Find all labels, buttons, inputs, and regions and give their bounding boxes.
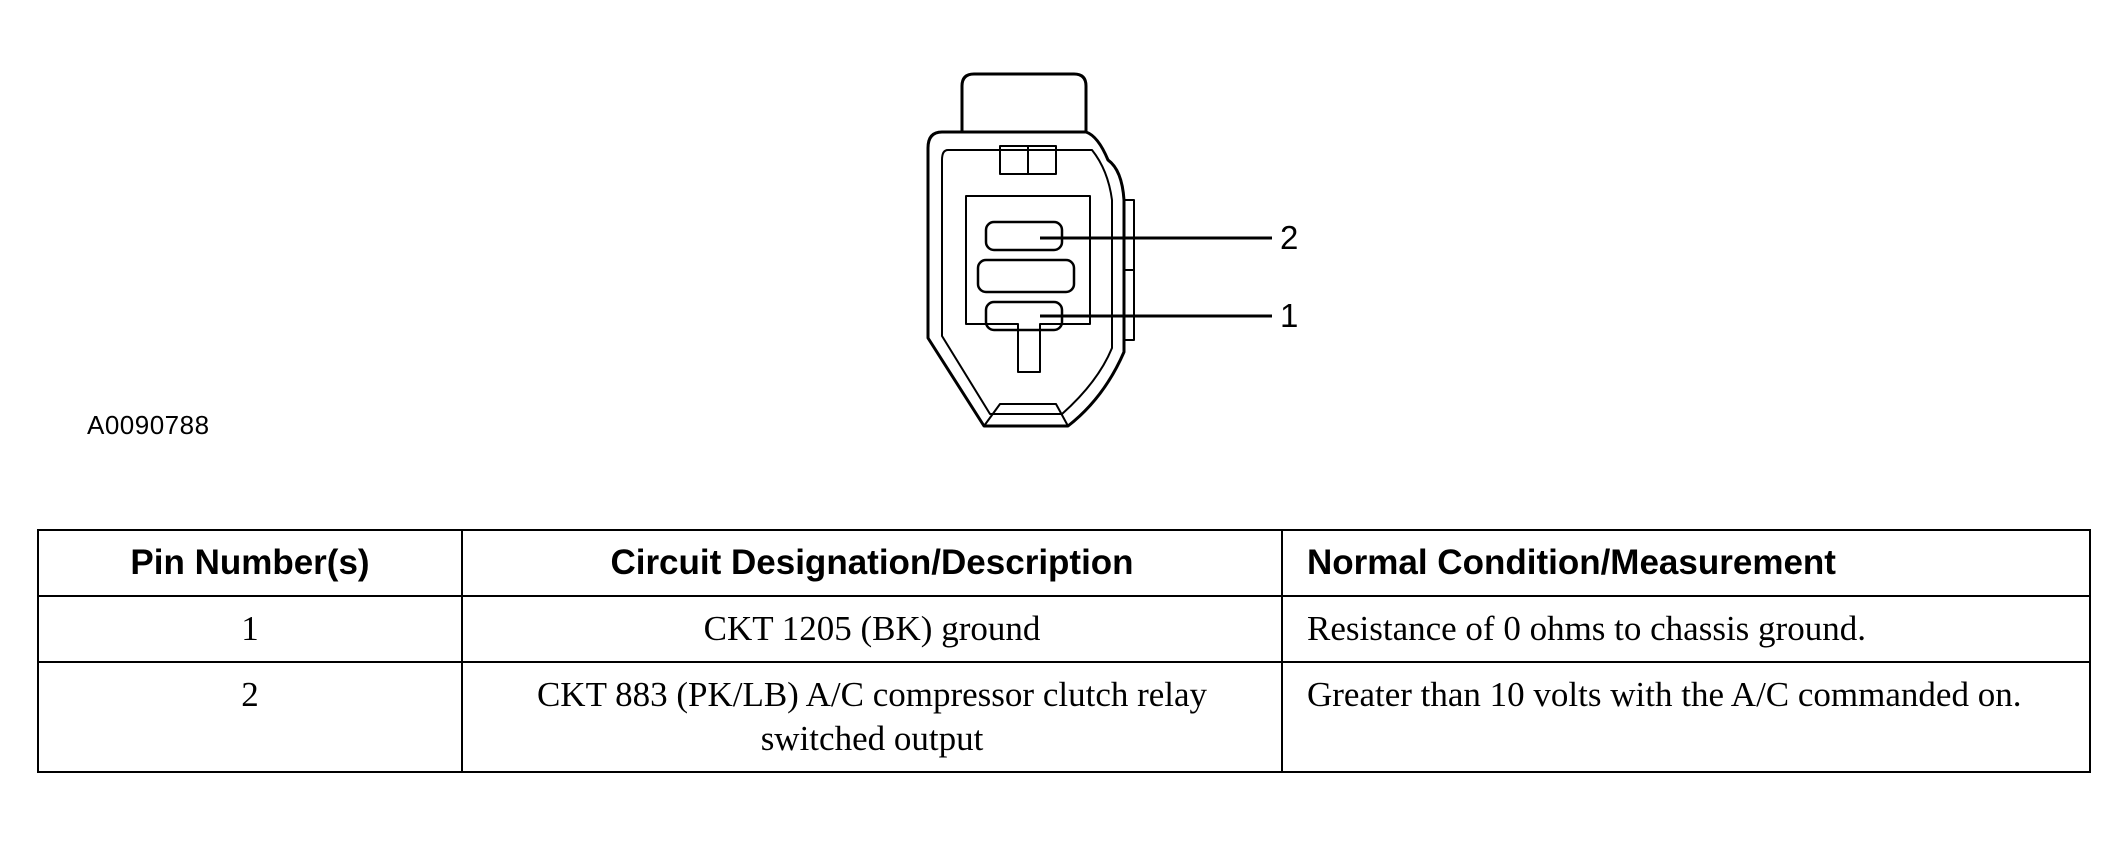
header-circuit: Circuit Designation/Description xyxy=(461,529,1283,597)
callout-pin-1: 1 xyxy=(1280,297,1298,334)
connector-window-right xyxy=(1027,145,1057,175)
cell-measurement: Resistance of 0 ohms to chassis ground. xyxy=(1281,595,2091,663)
connector-housing-inner xyxy=(941,149,1113,415)
cell-pin-number: 2 xyxy=(37,661,463,773)
terminal-pin-2 xyxy=(984,220,1064,252)
terminal-middle xyxy=(976,258,1076,294)
table-header-row: Pin Number(s) Circuit Designation/Descri… xyxy=(37,529,2091,597)
cell-measurement: Greater than 10 volts with the A/C comma… xyxy=(1281,661,2091,773)
cell-pin-number: 1 xyxy=(37,595,463,663)
table-row: 2 CKT 883 (PK/LB) A/C compressor clutch … xyxy=(37,661,2091,773)
header-measurement: Normal Condition/Measurement xyxy=(1281,529,2091,597)
cell-circuit: CKT 883 (PK/LB) A/C compressor clutch re… xyxy=(461,661,1283,773)
connector-housing-outer xyxy=(926,130,1126,428)
figure-id: A0090788 xyxy=(87,410,210,440)
pin-table: Pin Number(s) Circuit Designation/Descri… xyxy=(37,529,2091,773)
header-pin-number: Pin Number(s) xyxy=(37,529,463,597)
connector-diagram: 2 1 xyxy=(926,72,1298,428)
table-row: 1 CKT 1205 (BK) ground Resistance of 0 o… xyxy=(37,595,2091,663)
connector-latch-tab xyxy=(960,72,1088,132)
cell-circuit: CKT 1205 (BK) ground xyxy=(461,595,1283,663)
callout-pin-2: 2 xyxy=(1280,219,1298,256)
connector-bottom-face xyxy=(983,403,1069,427)
